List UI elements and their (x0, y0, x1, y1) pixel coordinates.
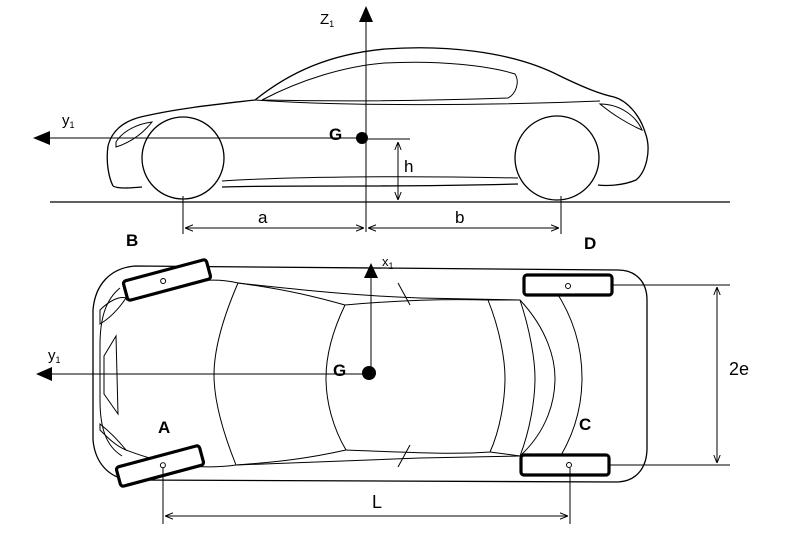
side-cog-point (356, 132, 368, 144)
side-y-arrowhead (33, 131, 50, 145)
side-z-label: Z1 (320, 11, 334, 29)
side-view: y1 Z1 G h a b (33, 6, 730, 234)
side-y-label: y1 (62, 112, 75, 130)
side-cog-label: G (329, 125, 342, 144)
label-d: D (584, 234, 596, 253)
label-c: C (579, 415, 591, 434)
side-rear-wheel (514, 115, 600, 201)
side-belt-line (254, 99, 601, 106)
wheel-b (121, 258, 213, 302)
top-view: B A D C x1 y1 G 2e L (36, 231, 749, 524)
wheelbase-label: L (372, 492, 382, 512)
side-window (261, 61, 518, 102)
top-mirror-right (397, 444, 411, 468)
top-y-arrowhead (36, 367, 52, 381)
label-b: B (126, 231, 138, 250)
top-rear-deck (554, 289, 583, 466)
top-front-lamp-upper (99, 297, 127, 325)
side-b-label: b (455, 208, 464, 227)
side-rocker-line (221, 176, 519, 182)
top-rear-window (488, 299, 536, 457)
top-front-bumper (99, 287, 123, 457)
track-label: 2e (729, 359, 749, 379)
top-y-label: y1 (48, 347, 61, 365)
side-a-label: a (258, 208, 268, 227)
side-h-label: h (404, 157, 413, 176)
top-mirror-left (397, 282, 411, 306)
top-x-label: x1 (382, 254, 394, 271)
top-cog-label: G (333, 361, 346, 380)
top-front-lamp-lower (99, 422, 128, 452)
wheel-c (519, 453, 611, 477)
top-roof (344, 299, 506, 454)
side-z-arrowhead (359, 6, 373, 22)
side-front-wheel (141, 116, 225, 200)
top-cog-point (362, 366, 376, 380)
wheel-d (522, 273, 614, 297)
top-cabin (235, 282, 556, 466)
side-taillight (598, 103, 643, 131)
side-car-body (106, 47, 649, 189)
top-x-arrowhead (364, 263, 378, 278)
top-grille (103, 334, 119, 416)
side-headlight (115, 121, 154, 148)
top-windshield (235, 282, 347, 466)
label-a: A (158, 418, 170, 437)
